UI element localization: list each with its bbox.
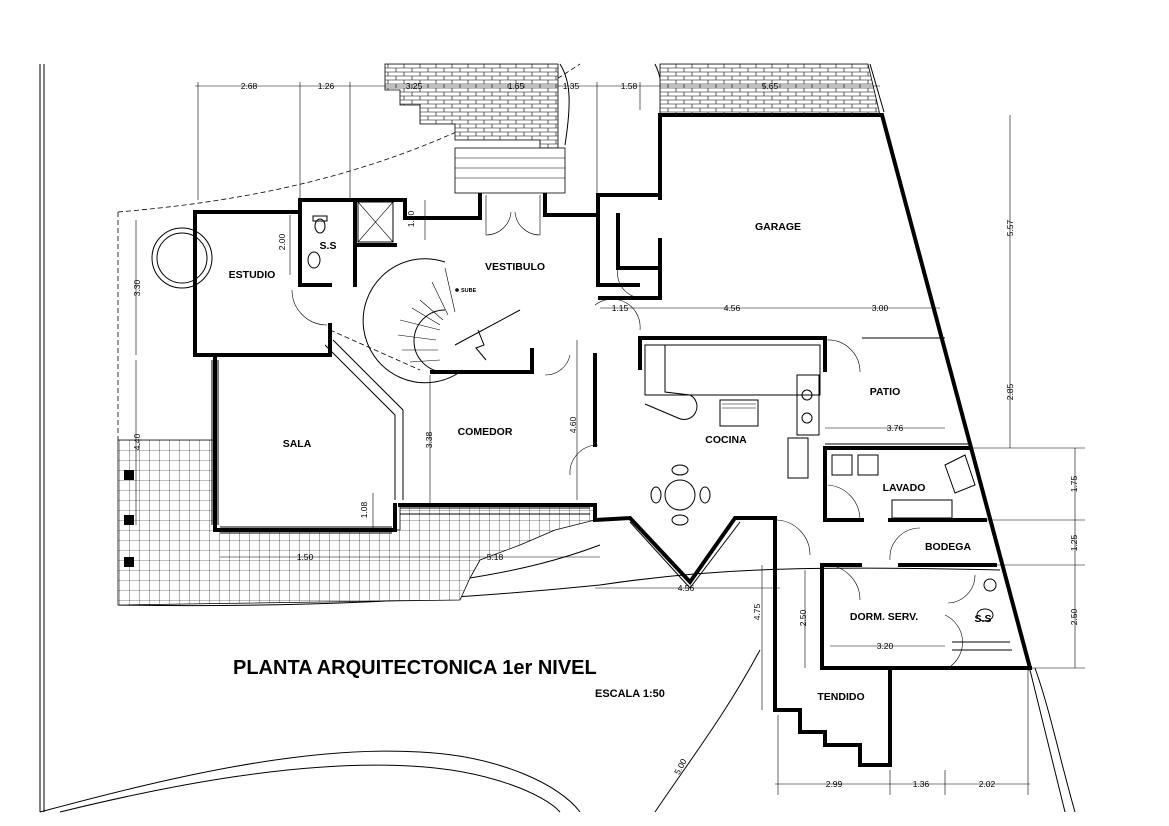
dim-value: 4.75 (752, 603, 762, 620)
dim-value: 4.56 (724, 303, 741, 313)
round-planter (151, 227, 213, 289)
dim-value: 3.00 (872, 303, 889, 313)
label-sala: SALA (283, 438, 312, 450)
dim-value: 1.35 (563, 81, 580, 91)
dim-value: 5.18 (487, 552, 504, 562)
label-ss-top: S.S (320, 240, 337, 252)
label-comedor: COMEDOR (458, 426, 513, 438)
label-patio: PATIO (870, 386, 901, 398)
dim-value: 5.65 (762, 81, 779, 91)
dim-value: 3.20 (877, 641, 894, 651)
title-block: PLANTA ARQUITECTONICA 1er NIVEL ESCALA 1… (233, 657, 665, 700)
dim-value: 1.65 (508, 81, 525, 91)
dim-value: 1.36 (913, 779, 930, 789)
label-ss-bottom: S.S (975, 613, 992, 625)
dim-value: 1.15 (612, 303, 629, 313)
doors (291, 195, 976, 669)
dimension-lines (135, 82, 1085, 795)
dim-value: 3.38 (424, 431, 434, 448)
dim-value: 3.76 (887, 423, 904, 433)
label-tendido: TENDIDO (817, 691, 864, 703)
label-garage: GARAGE (755, 221, 801, 233)
plan-scale: ESCALA 1:50 (595, 688, 665, 700)
dim-value: 1.58 (621, 81, 638, 91)
dim-value: 3.25 (406, 81, 423, 91)
dim-value: 2.50 (1069, 608, 1079, 625)
dim-value: 1.26 (318, 81, 335, 91)
dim-value: 4.60 (568, 416, 578, 433)
label-dorm-serv: DORM. SERV. (850, 611, 918, 623)
entry-steps (454, 147, 566, 194)
sala-angled-wall (324, 339, 404, 500)
label-cocina: COCINA (705, 434, 747, 446)
dim-value: 2.85 (1005, 383, 1015, 400)
dim-value: 1.25 (1069, 534, 1079, 551)
paving (117, 63, 881, 606)
windows (211, 337, 968, 589)
dim-value: 1.08 (359, 501, 369, 518)
walls (193, 113, 1033, 767)
dim-value: 4.56 (678, 583, 695, 593)
dim-value: 5.57 (1005, 219, 1015, 236)
dim-value: 1.50 (297, 552, 314, 562)
label-vestibulo: VESTIBULO (485, 261, 545, 273)
dim-value: 2.50 (798, 609, 808, 626)
label-estudio: ESTUDIO (229, 269, 276, 281)
spiral-stair (362, 258, 521, 384)
dim-value: 2.68 (241, 81, 258, 91)
room-labels: GARAGE S.S ESTUDIO VESTIBULO SUBE PATIO … (229, 221, 992, 703)
fixtures (307, 201, 1012, 651)
label-sube: SUBE (461, 288, 477, 294)
dim-value: 2.02 (979, 779, 996, 789)
dim-value: 2.99 (826, 779, 843, 789)
dim-value: 2.00 (277, 233, 287, 250)
dimension-values: 2.68 1.26 3.25 1.65 1.35 1.58 5.65 5.57 … (132, 81, 1079, 789)
dim-value: 1.75 (1069, 475, 1079, 492)
dim-value: 4.40 (132, 433, 142, 450)
dim-value: 3.30 (132, 279, 142, 296)
label-lavado: LAVADO (883, 482, 926, 494)
dim-value: 1.20 (406, 210, 416, 227)
label-bodega: BODEGA (925, 541, 972, 553)
plan-title: PLANTA ARQUITECTONICA 1er NIVEL (233, 657, 597, 679)
